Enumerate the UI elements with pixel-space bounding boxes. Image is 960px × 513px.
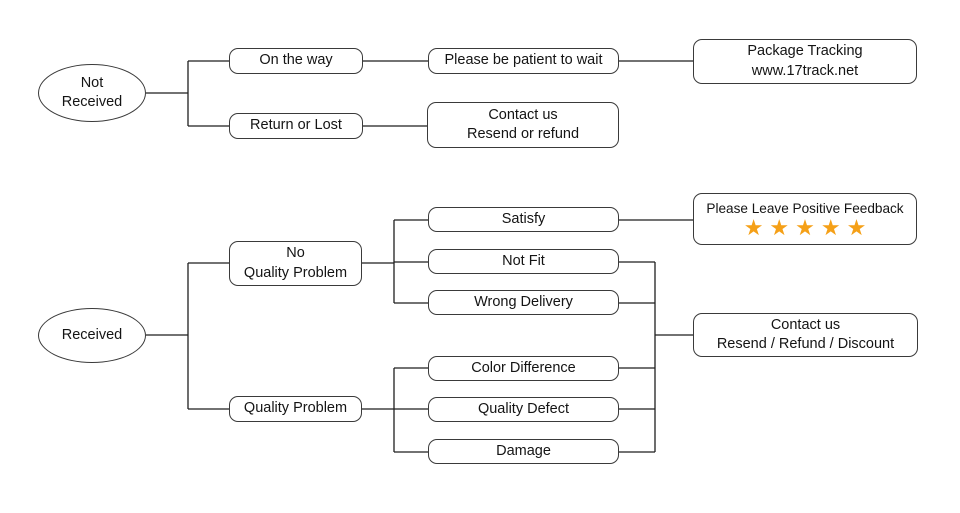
node-return-or-lost: Return or Lost	[229, 113, 363, 139]
node-please-be-patient: Please be patient to wait	[428, 48, 619, 74]
connector-path-received-branch	[146, 219, 693, 453]
node-quality-defect: Quality Defect	[428, 397, 619, 422]
node-not-fit: Not Fit	[428, 249, 619, 274]
five-star-rating-icon: ★★★★★	[743, 216, 873, 242]
node-package-tracking-label: Package Tracking www.17track.net	[747, 43, 863, 79]
node-damage-label: Damage	[496, 442, 551, 459]
node-damage: Damage	[428, 439, 619, 464]
node-quality-defect-label: Quality Defect	[477, 400, 570, 417]
node-satisfy-label: Satisfy	[501, 210, 546, 227]
node-quality-problem-label: Quality Problem	[243, 400, 348, 417]
node-contact-resend-refund-discount: Contact us Resend / Refund / Discount	[693, 313, 918, 357]
node-please-be-patient-label: Please be patient to wait	[444, 52, 603, 69]
node-wrong-delivery: Wrong Delivery	[428, 290, 619, 315]
node-positive-feedback-label: Please Leave Positive Feedback	[706, 200, 904, 216]
node-quality-problem: Quality Problem	[229, 396, 362, 422]
node-contact-resend-refund: Contact us Resend or refund	[427, 102, 619, 148]
node-not-received-label: Not Received	[61, 74, 123, 110]
node-not-received: Not Received	[38, 64, 146, 122]
node-color-difference-label: Color Difference	[471, 359, 576, 376]
node-received: Received	[38, 308, 146, 363]
node-satisfy: Satisfy	[428, 207, 619, 232]
node-contact-resend-refund-label: Contact us Resend or refund	[466, 106, 580, 142]
node-received-label: Received	[61, 326, 123, 343]
node-package-tracking: Package Tracking www.17track.net	[693, 39, 917, 84]
node-not-fit-label: Not Fit	[502, 252, 545, 269]
node-on-the-way: On the way	[229, 48, 363, 74]
node-no-quality-problem-label: No Quality Problem	[243, 245, 348, 281]
node-positive-feedback: Please Leave Positive Feedback ★★★★★	[693, 193, 917, 245]
node-return-or-lost-label: Return or Lost	[250, 117, 342, 134]
node-on-the-way-label: On the way	[259, 52, 333, 69]
node-color-difference: Color Difference	[428, 356, 619, 381]
node-no-quality-problem: No Quality Problem	[229, 241, 362, 286]
connector-path-not-received-branch	[146, 60, 693, 127]
node-contact-resend-refund-discount-label: Contact us Resend / Refund / Discount	[716, 316, 895, 352]
node-wrong-delivery-label: Wrong Delivery	[474, 293, 573, 310]
